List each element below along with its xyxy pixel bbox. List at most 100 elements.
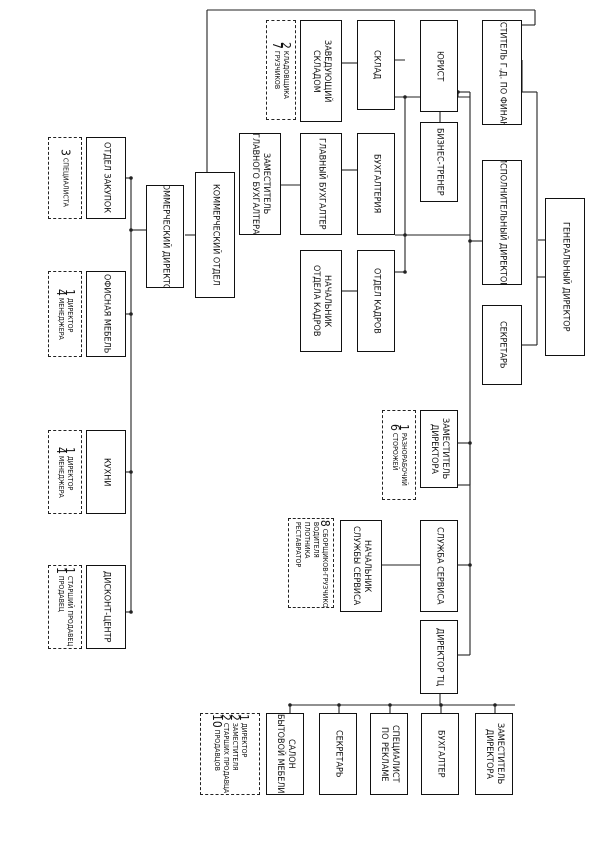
node-label: ОТДЕЛ КАДРОВ: [371, 268, 382, 334]
label-line: ОТДЕЛА КАДРОВ: [311, 265, 321, 337]
node-kuhni: КУХНИ: [86, 430, 126, 514]
node-label: СЕКРЕТАРЬ: [333, 730, 344, 777]
staff-count: 1: [291, 519, 305, 520]
staff-role: ЗАМЕСТИТЕЛЯ: [231, 723, 239, 771]
staff-role: МЕНЕДЖЕРА: [57, 455, 65, 498]
junction-dot: [403, 95, 407, 99]
node-label: ДИСКОНТ-ЦЕНТР: [101, 571, 112, 642]
staff-role: ГРУЗЧИКОВ: [273, 50, 281, 89]
label-line: ОТДЕЛ КАДРОВ: [371, 268, 382, 334]
label-line: КУХНИ: [101, 457, 112, 487]
node-label: ЮРИСТ: [434, 51, 445, 81]
staff-row: 1 СТАРШИЙ ПРОДАВЕЦ: [63, 567, 77, 646]
label-line: НАЧАЛЬНИК: [322, 274, 332, 328]
label-line: НАЧАЛЬНИК: [362, 539, 372, 593]
staff-row: 2 ВОДИТЕЛЯ: [309, 519, 323, 607]
node-label: ГЕНЕРАЛЬНЫЙ ДИРЕКТОР: [560, 222, 571, 332]
junction-dot: [388, 703, 392, 707]
node-sluzhba-servisa: СЛУЖБА СЕРВИСА: [420, 520, 458, 612]
staff-list: 3 СПЕЦИАЛИСТА: [59, 149, 73, 207]
node-diskont: ДИСКОНТ-ЦЕНТР: [86, 565, 126, 649]
staff-row: 4 МЕНЕДЖЕРА: [54, 447, 68, 498]
node-sekretar-top: СЕКРЕТАРЬ: [482, 305, 522, 385]
staff-count: 1: [54, 567, 68, 575]
label-line: ЗАМЕСТИТЕЛЬ: [440, 418, 450, 480]
staff-row: 2 ПЛОТНИКА: [300, 519, 314, 607]
node-biz-trener: БИЗНЕС-ТРЕНЕР: [420, 122, 458, 202]
label-line: ЗАМЕСТИТЕЛЬ Г.Д. ПО ФИНАНСАМ: [497, 20, 508, 125]
staff-count: 7: [270, 41, 284, 49]
staff-role: ПРОДАВЦОВ: [213, 730, 221, 772]
node-label: БИЗНЕС-ТРЕНЕР: [434, 128, 445, 196]
node-otdel-zakupok: ОТДЕЛ ЗАКУПОК: [86, 137, 126, 219]
label-line: БУХГАЛТЕРИЯ: [371, 154, 382, 214]
staff-role: ДИРЕКТОР: [66, 455, 74, 490]
staff-row: 1 ДИРЕКТОР: [63, 289, 77, 340]
staff-row: 3 СПЕЦИАЛИСТА: [59, 149, 73, 207]
staff-role: КЛАДОВЩИКА: [282, 50, 290, 99]
node-label: КОММЕРЧЕСКИЙ ОТДЕЛ: [210, 184, 221, 286]
label-line: ДИРЕКТОРА: [429, 424, 439, 474]
staff-count: 1: [63, 446, 77, 454]
node-label: БУХГАЛТЕРИЯ: [371, 154, 382, 213]
node-label: КОММЕРЧЕСКИЙ ДИРЕКТОР: [160, 185, 171, 288]
staff-role: РАЗНОРАБОЧИЙ: [400, 432, 408, 486]
label-line: ПО РЕКЛАМЕ: [379, 726, 389, 782]
staff-count: 4: [54, 288, 68, 296]
staff-count: 2: [279, 41, 293, 49]
staff-role: СТАРШИХ ПРОДАВЦА: [222, 723, 230, 794]
node-label: СЛУЖБА СЕРВИСА: [434, 527, 445, 605]
junction-dot: [468, 441, 472, 445]
label-line: КОММЕРЧЕСКИЙ ДИРЕКТОР: [160, 185, 171, 288]
node-gen-dir: ГЕНЕРАЛЬНЫЙ ДИРЕКТОР: [545, 198, 585, 356]
label-line: ЗАВЕДУЮЩИЙ: [322, 39, 332, 103]
junction-dot: [288, 703, 292, 707]
node-sekretar-tc: СЕКРЕТАРЬ: [319, 713, 357, 795]
node-label: ГЛАВНЫЙ БУХГАЛТЕР: [316, 138, 327, 230]
label-line: ДИРЕКТОР ТЦ: [434, 627, 445, 687]
staff-role: ДИРЕКТОР: [66, 297, 74, 332]
label-line: ОТДЕЛ ЗАКУПОК: [101, 142, 112, 214]
staff-count: 1: [237, 714, 251, 722]
staff-role: ПЛОТНИКА: [303, 522, 311, 559]
label-line: ЗАМЕСТИТЕЛЬ: [495, 723, 505, 785]
node-dir-tc: ДИРЕКТОР ТЦ: [420, 620, 458, 694]
staff-count: 1: [397, 424, 411, 431]
staff-count: 6: [388, 424, 402, 431]
junction-dot: [403, 270, 407, 274]
staff-count: 1: [63, 567, 77, 575]
junction-dot: [468, 239, 472, 243]
label-line: ЗАМЕСТИТЕЛЬ: [261, 153, 271, 215]
junction-dot: [129, 312, 133, 316]
label-line: САЛОН: [286, 739, 296, 769]
staff-role: СПЕЦИАЛИСТА: [61, 157, 70, 207]
node-ofis-mebel: ОФИСНАЯ МЕБЕЛЬ: [86, 271, 126, 357]
label-line: КОММЕРЧЕСКИЙ ОТДЕЛ: [210, 184, 221, 286]
staff-row: 1 ПРОДАВЕЦ: [54, 567, 68, 646]
staff-row: 1 РЕСТАВРАТОР: [291, 519, 305, 607]
junction-dot: [337, 703, 341, 707]
label-line: ЮРИСТ: [434, 50, 445, 82]
staff-row: 1 РАЗНОРАБОЧИЙ: [397, 424, 411, 486]
label-line: СЛУЖБА СЕРВИСА: [434, 527, 445, 605]
staff-count: 2: [228, 714, 242, 722]
label-line: СПЕЦИАЛИСТ: [390, 725, 400, 783]
staff-row: 2 ЗАМЕСТИТЕЛЯ: [228, 714, 242, 793]
